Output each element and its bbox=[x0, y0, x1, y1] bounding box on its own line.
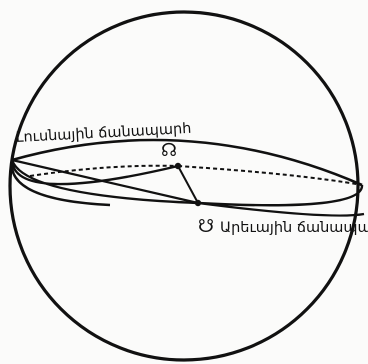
ascending-node-point bbox=[175, 163, 181, 169]
orbit-dashed-back-right bbox=[178, 166, 362, 185]
line-of-nodes bbox=[178, 166, 198, 203]
solar-orbit-right-arc bbox=[198, 185, 362, 205]
descending-node-point bbox=[195, 200, 201, 206]
solar-path-label: Արեւային ճանապարհ bbox=[220, 220, 368, 236]
celestial-sphere-outline bbox=[10, 12, 358, 360]
descending-node-symbol: ☋ bbox=[198, 216, 214, 237]
lunar-orbit-ellipse bbox=[12, 140, 362, 185]
ascending-node-symbol: ☊ bbox=[161, 140, 177, 161]
